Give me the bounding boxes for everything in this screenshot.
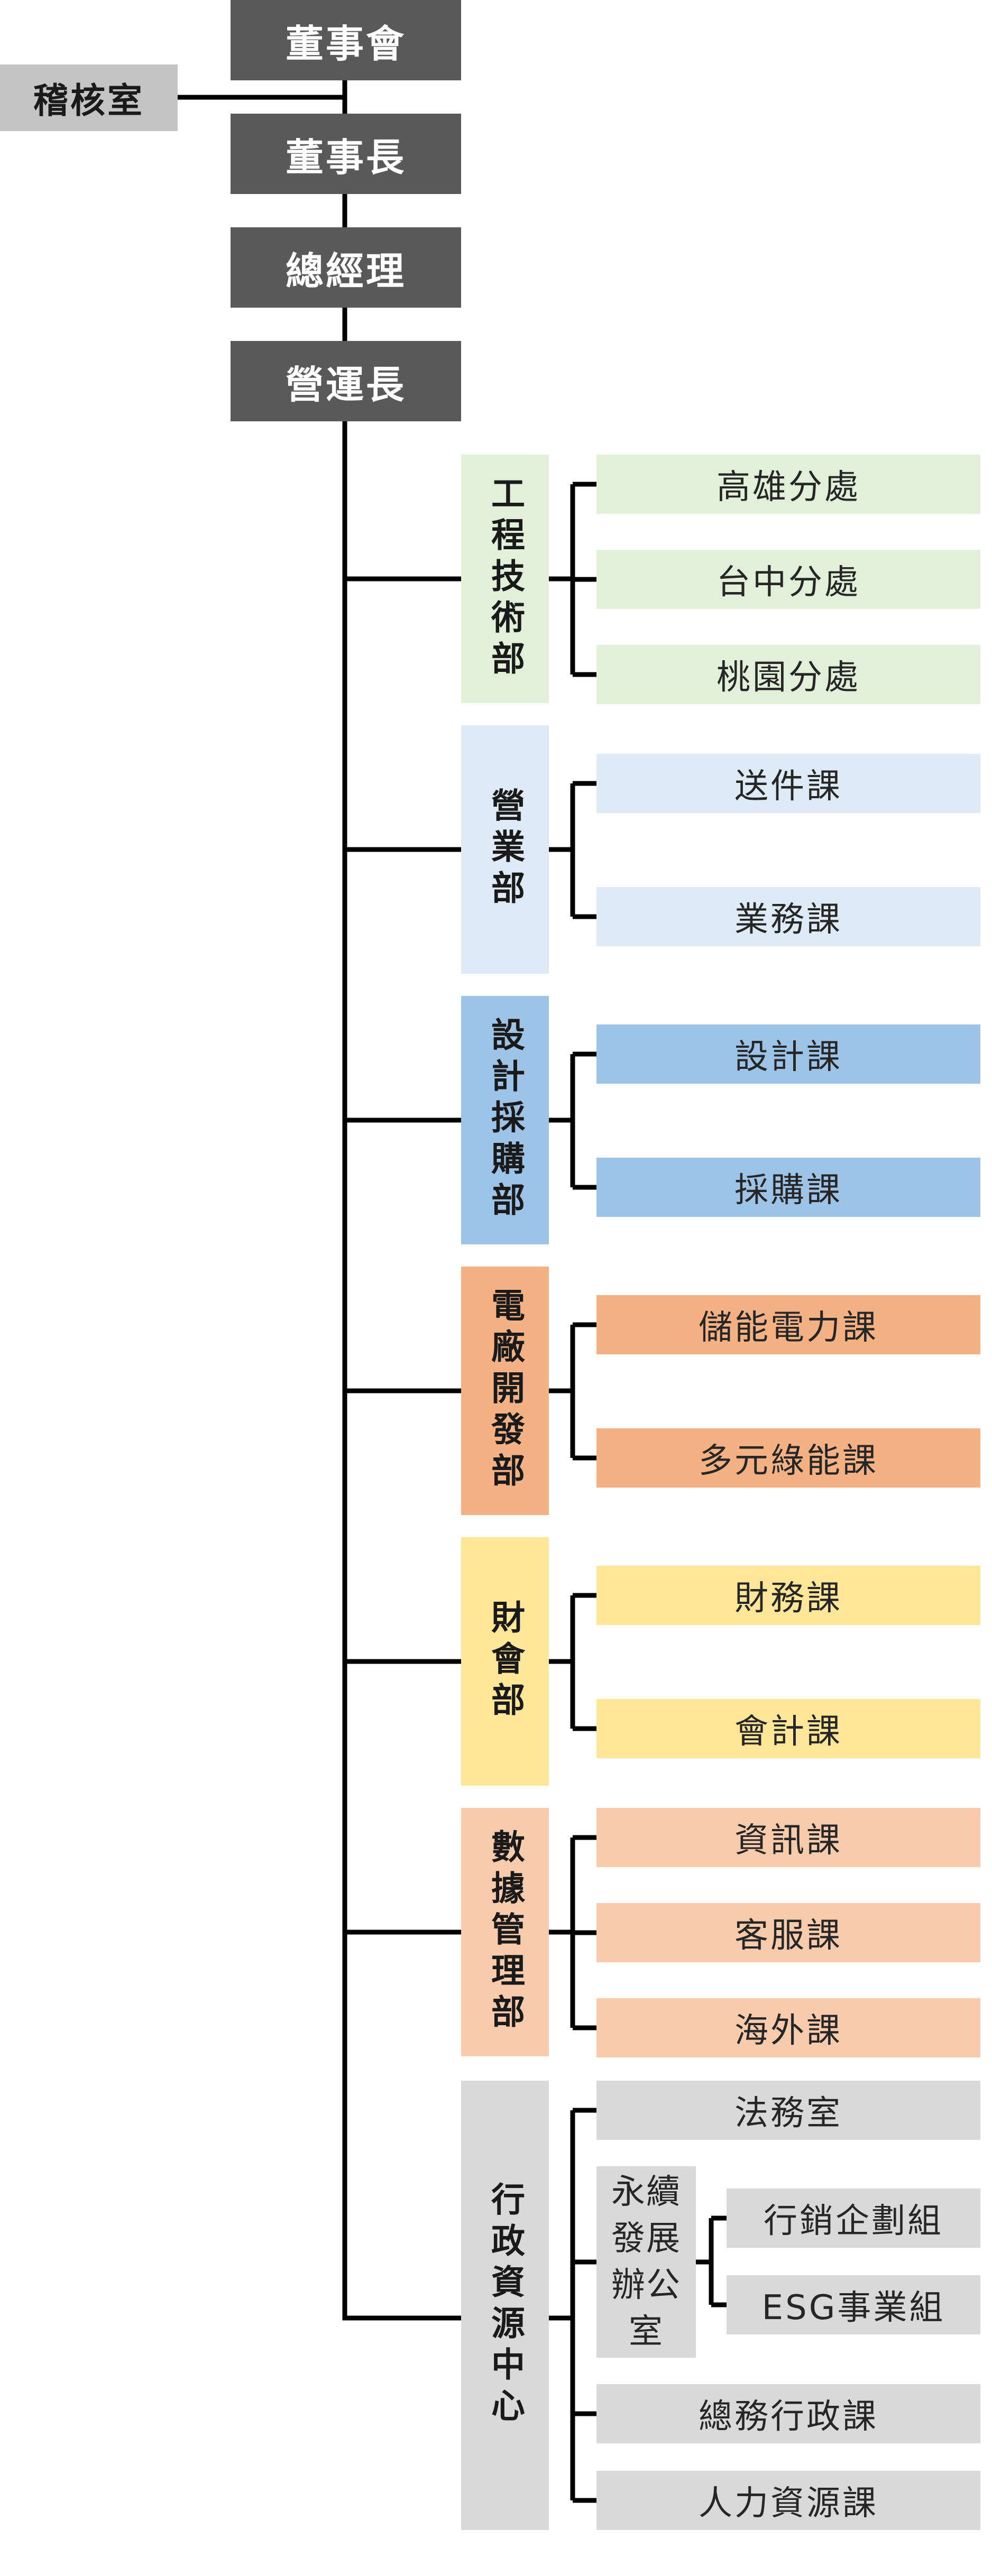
unit-procurement-label: 採購課	[734, 1171, 842, 1210]
unit-customer-service: 客服課	[596, 1903, 980, 1962]
dept-plant-development-label: 電廠開發部	[485, 1288, 525, 1494]
unit-information: 資訊課	[596, 1808, 980, 1867]
coo-label: 營運長	[285, 362, 406, 407]
unit-sustainability-office: 永續 發展 辦公 室	[596, 2166, 696, 2358]
unit-human-resources: 人力資源課	[596, 2471, 980, 2530]
dept-sales: 營業部	[461, 725, 549, 974]
dept-engineering: 工程技術部	[461, 455, 549, 703]
unit-finance-label: 財務課	[734, 1579, 842, 1618]
unit-taoyuan-branch: 桃園分處	[596, 645, 980, 704]
unit-overseas: 海外課	[596, 1998, 980, 2057]
unit-overseas-label: 海外課	[734, 2011, 842, 2051]
unit-submission-label: 送件課	[734, 767, 842, 806]
unit-submission: 送件課	[596, 754, 980, 813]
dept-plant-development: 電廠開發部	[461, 1267, 549, 1515]
group-esg: ESG事業組	[727, 2275, 980, 2334]
unit-diverse-green-energy-label: 多元綠能課	[699, 1442, 878, 1481]
unit-accounting: 會計課	[596, 1699, 980, 1758]
general-manager-label: 總經理	[285, 248, 406, 293]
unit-energy-storage: 儲能電力課	[596, 1295, 980, 1354]
board-of-directors-label: 董事會	[285, 21, 406, 66]
sustainability-office-line-3: 辦公	[611, 2266, 681, 2305]
dept-engineering-label: 工程技術部	[485, 476, 525, 682]
dept-design-procurement-label: 設計採購部	[485, 1017, 525, 1223]
dept-finance-accounting-label: 財會部	[485, 1600, 525, 1723]
sustainability-office-line-2: 發展	[611, 2219, 681, 2258]
chairman-box: 董事長	[231, 114, 461, 194]
audit-office-box: 稽核室	[0, 64, 178, 131]
dept-design-procurement: 設計採購部	[461, 996, 549, 1244]
audit-office-label: 稽核室	[33, 80, 144, 121]
unit-diverse-green-energy: 多元綠能課	[596, 1428, 980, 1488]
sustainability-office-line-1: 永續	[611, 2173, 681, 2212]
unit-customer-service-label: 客服課	[734, 1916, 842, 1955]
board-of-directors-box: 董事會	[231, 0, 461, 80]
chairman-label: 董事長	[285, 135, 406, 180]
coo-box: 營運長	[231, 341, 461, 421]
group-esg-label: ESG事業組	[761, 2288, 945, 2328]
dept-sales-label: 營業部	[485, 788, 525, 911]
sustainability-office-line-4: 室	[629, 2312, 664, 2351]
group-marketing-planning: 行銷企劃組	[727, 2189, 980, 2248]
dept-finance-accounting: 財會部	[461, 1537, 549, 1786]
unit-design: 設計課	[596, 1024, 980, 1084]
unit-business-label: 業務課	[734, 900, 842, 939]
unit-procurement: 採購課	[596, 1158, 980, 1217]
unit-energy-storage-label: 儲能電力課	[699, 1308, 878, 1347]
unit-accounting-label: 會計課	[734, 1712, 842, 1751]
dept-admin-resources-center: 行政資源中心	[461, 2081, 549, 2530]
general-manager-box: 總經理	[231, 227, 461, 308]
unit-general-affairs-label: 總務行政課	[699, 2397, 878, 2436]
group-marketing-planning-label: 行銷企劃組	[764, 2202, 943, 2241]
unit-legal-label: 法務室	[734, 2094, 842, 2133]
unit-human-resources-label: 人力資源課	[699, 2484, 878, 2523]
unit-taichung-branch-label: 台中分處	[717, 563, 860, 602]
dept-data-management-label: 數據管理部	[485, 1829, 525, 2035]
unit-general-affairs: 總務行政課	[596, 2384, 980, 2443]
unit-legal: 法務室	[596, 2081, 980, 2140]
unit-taoyuan-branch-label: 桃園分處	[717, 658, 860, 697]
unit-kaohsiung-branch: 高雄分處	[596, 455, 980, 514]
unit-information-label: 資訊課	[734, 1821, 842, 1860]
unit-taichung-branch: 台中分處	[596, 550, 980, 609]
dept-admin-resources-center-label: 行政資源中心	[485, 2182, 525, 2429]
unit-business: 業務課	[596, 887, 980, 946]
unit-kaohsiung-branch-label: 高雄分處	[717, 468, 860, 507]
unit-design-label: 設計課	[734, 1038, 842, 1077]
unit-finance: 財務課	[596, 1566, 980, 1625]
dept-data-management: 數據管理部	[461, 1808, 549, 2056]
